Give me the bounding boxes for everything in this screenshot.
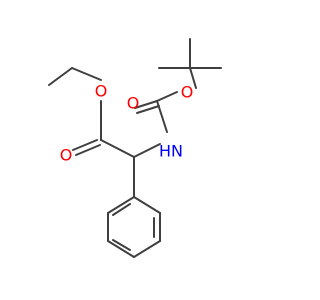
- phenyl-ring-bond-4: [107, 240, 135, 258]
- ether-oxygen-to-tert-butyl-carbon-bond: [189, 67, 197, 89]
- ethyl-ch2-bond: [71, 67, 102, 81]
- ester-carbonyl-to-alpha-carbon-bond: [100, 139, 135, 158]
- ester-ether-oxygen-label: O: [95, 82, 108, 101]
- ester-carbonyl-double-bond-outer: [75, 144, 101, 156]
- alpha-carbon-to-nitrogen-bond: [133, 143, 161, 158]
- amide-nitrogen-label: N: [171, 142, 183, 161]
- ester-carbonyl-double-bond-inner: [72, 139, 98, 151]
- carbamate-carbonyl-double-bond-right: [136, 105, 160, 114]
- chemical-structure-diagram: O O O O N H: [48, 38, 222, 258]
- atom-label-layer: O O O O N H: [60, 82, 194, 165]
- carbamate-ether-oxygen-label: O: [181, 83, 194, 102]
- ethyl-methyl-bond: [48, 67, 73, 86]
- phenyl-ring-bond-1: [133, 196, 161, 214]
- phenyl-ring-bond-6: [107, 196, 135, 214]
- phenyl-inner-double-bond-bottom: [112, 239, 131, 251]
- carbamate-carbon-to-ether-oxygen-bond: [156, 91, 178, 102]
- phenyl-ring-bond-3: [133, 240, 161, 258]
- carbamate-carbonyl-double-bond-left: [134, 100, 158, 109]
- molecule-canvas: O O O O N H: [48, 38, 222, 258]
- bond-layer: [48, 38, 222, 258]
- amide-hydrogen-label: H: [159, 142, 171, 161]
- carbamate-carbonyl-oxygen-label: O: [127, 94, 140, 113]
- ester-carbonyl-oxygen-label: O: [60, 146, 73, 165]
- phenyl-inner-double-bond-top: [112, 203, 131, 216]
